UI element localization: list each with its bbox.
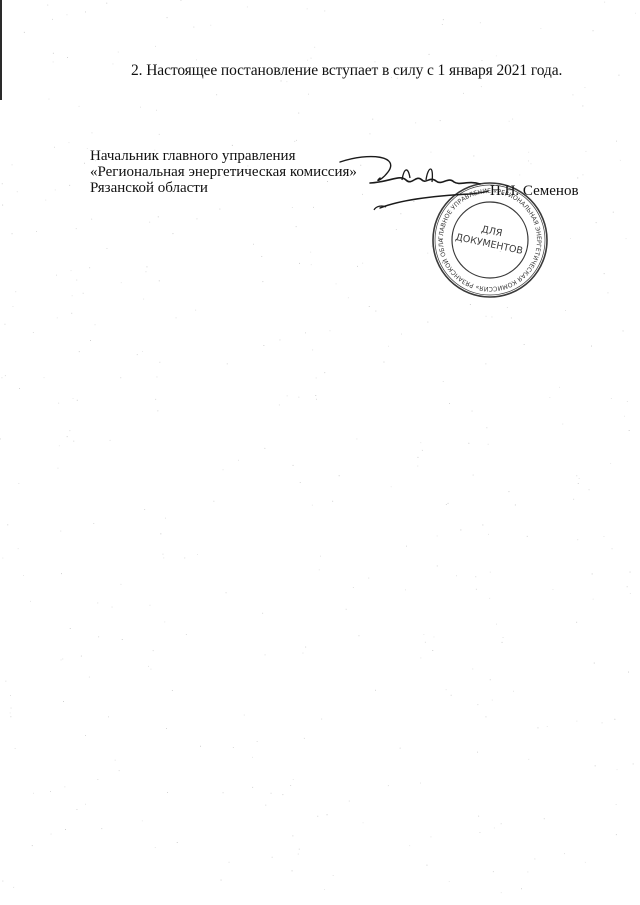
stamp-rings	[432, 182, 548, 298]
stamp-center-line-1: ДЛЯ	[480, 224, 503, 239]
clause-effective-date: 2. Настоящее постановление вступает в си…	[131, 62, 563, 79]
signatory-title-block: Начальник главного управления «Региональ…	[90, 148, 357, 196]
signatory-name: Н.Н. Семенов	[490, 183, 579, 199]
official-stamp: ГЛАВНОЕ УПРАВЛЕНИЕ «РЕГИОНАЛЬНАЯ ЭНЕРГЕТ…	[425, 175, 548, 298]
signatory-title-line-2: «Региональная энергетическая комиссия»	[90, 164, 357, 180]
scan-edge-mark	[0, 0, 2, 100]
handwritten-signature	[339, 155, 489, 211]
signatory-title-line-3: Рязанской области	[90, 180, 208, 196]
signatory-title-line-1: Начальник главного управления	[90, 148, 296, 164]
